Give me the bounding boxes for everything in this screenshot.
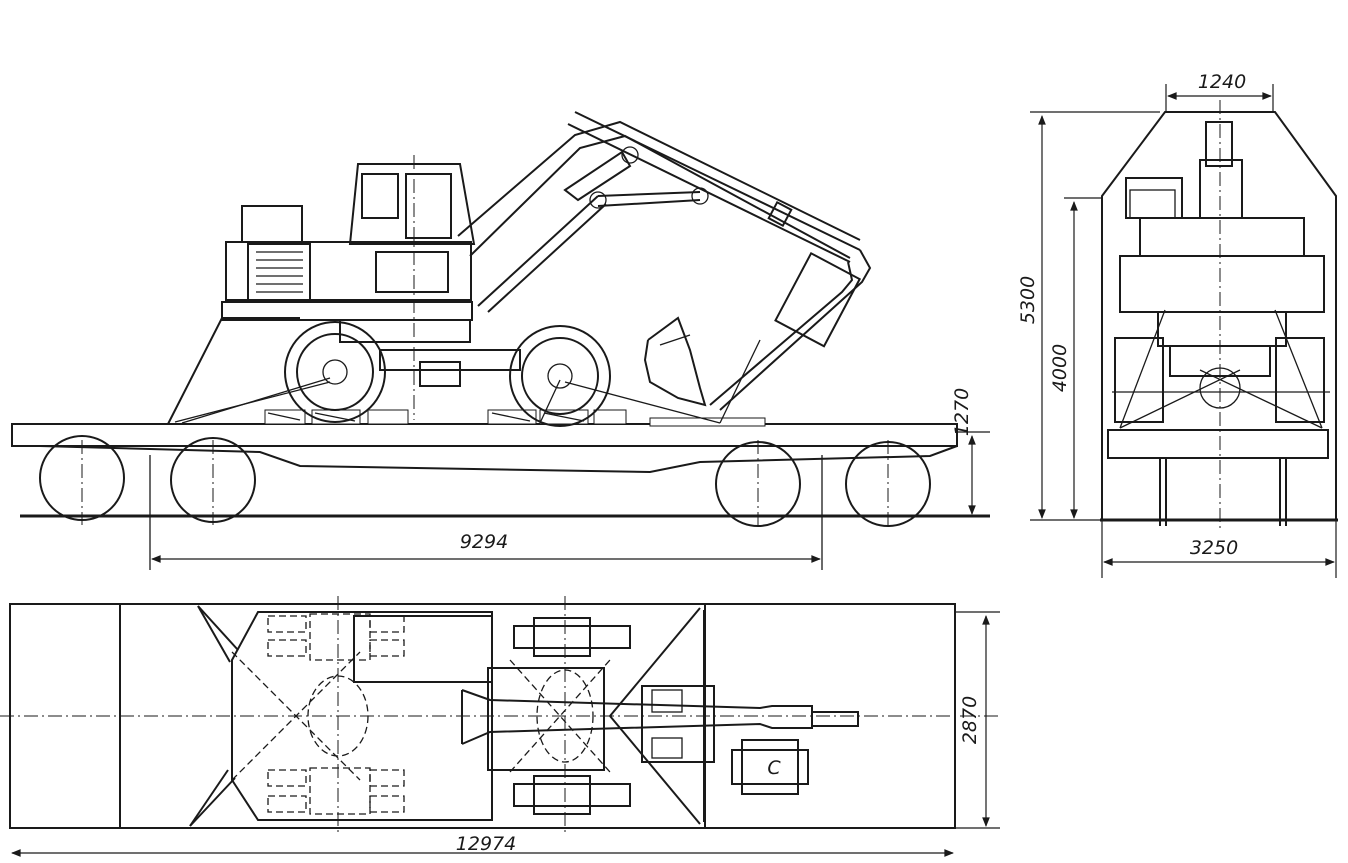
svg-text:3250: 3250 bbox=[1190, 537, 1238, 559]
svg-text:2870: 2870 bbox=[959, 696, 981, 744]
svg-text:9294: 9294 bbox=[460, 531, 508, 553]
dimension-3250: 3250 bbox=[1101, 520, 1337, 578]
counterweight-block: C bbox=[731, 739, 809, 795]
dimension-5300: 5300 bbox=[1017, 111, 1160, 521]
plan-rear-wheels bbox=[267, 596, 405, 836]
excavator-boom bbox=[457, 111, 872, 411]
flatcar-wheels bbox=[39, 435, 931, 527]
svg-text:5300: 5300 bbox=[1017, 276, 1039, 324]
svg-text:4000: 4000 bbox=[1049, 344, 1071, 392]
excavator-bucket bbox=[643, 316, 707, 407]
tie-down-wires bbox=[181, 339, 761, 424]
svg-text:1270: 1270 bbox=[951, 388, 973, 436]
dimension-12974: 12974 bbox=[11, 833, 954, 857]
plan-view: C 2870 12974 bbox=[0, 596, 1000, 857]
dimension-2870: 2870 bbox=[955, 611, 1000, 829]
plan-boom bbox=[461, 685, 859, 763]
dimension-1240: 1240 bbox=[1165, 71, 1274, 112]
flatcar-frame bbox=[39, 445, 958, 474]
flatcar-deck bbox=[11, 423, 958, 447]
side-view: 1270 9294 bbox=[11, 111, 990, 570]
dimension-1270: 1270 bbox=[951, 388, 990, 515]
svg-text:12974: 12974 bbox=[456, 833, 516, 855]
svg-text:C: C bbox=[767, 757, 781, 779]
excavator-body bbox=[221, 163, 476, 343]
plan-front-wheels bbox=[513, 596, 631, 836]
svg-text:1240: 1240 bbox=[1198, 71, 1246, 93]
wooden-chocks bbox=[264, 409, 766, 427]
dimension-4000: 4000 bbox=[1049, 197, 1102, 519]
excavator-wheels bbox=[284, 321, 611, 427]
dimension-9294: 9294 bbox=[151, 531, 821, 563]
end-view: 1240 5300 4000 3250 bbox=[1017, 71, 1338, 578]
body-support bbox=[167, 317, 300, 425]
